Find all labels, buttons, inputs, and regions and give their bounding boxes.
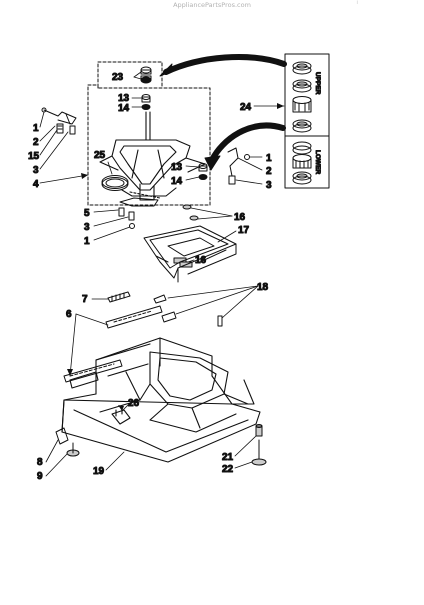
callout-2-left: 2 <box>33 137 39 148</box>
callout-18: 18 <box>257 282 269 293</box>
callout-19: 19 <box>93 466 105 477</box>
right-foot <box>251 424 267 466</box>
leader-arrowheads <box>67 103 284 411</box>
callout-26: 26 <box>128 398 140 409</box>
callout-3-center: 3 <box>84 222 90 233</box>
callout-14-lower: 14 <box>171 176 183 187</box>
arrow-lower <box>209 122 286 163</box>
arrow-upper <box>163 54 287 75</box>
center-clip-parts <box>118 197 159 229</box>
callout-17: 17 <box>238 225 250 236</box>
callout-14-upper: 14 <box>118 103 130 114</box>
callout-13-upper: 13 <box>118 93 130 104</box>
detail-box-transmission <box>87 84 211 206</box>
callout-15: 15 <box>28 151 40 162</box>
part-13-14-upper <box>141 94 151 110</box>
corner-mark: ı <box>356 0 358 6</box>
watermark: AppliancePartsPros.com <box>173 1 251 9</box>
part-17-bracket <box>143 225 237 283</box>
callout-numbers: 23 13 14 1 2 15 3 4 25 5 3 1 13 14 24 1 … <box>28 72 273 483</box>
callout-1-right: 1 <box>266 153 272 164</box>
callout-3-right: 3 <box>266 180 272 191</box>
arrow-upper-head <box>159 63 173 77</box>
detail-box-23 <box>97 61 163 89</box>
left-foot <box>55 427 80 457</box>
callout-24: 24 <box>240 102 252 113</box>
callout-16-top: 16 <box>234 212 246 223</box>
callout-1-center: 1 <box>84 236 90 247</box>
callout-6: 6 <box>66 309 72 320</box>
callout-22: 22 <box>222 464 234 475</box>
callout-9: 9 <box>37 471 43 482</box>
left-clip-parts <box>41 107 77 135</box>
part-25-ring <box>101 175 129 191</box>
upper-label: UPPER <box>314 72 321 95</box>
arrow-lower-head <box>204 155 221 171</box>
callout-23: 23 <box>112 72 124 83</box>
lower-label: LOWER <box>314 150 321 174</box>
callout-16-bottom: 16 <box>195 255 207 266</box>
bearing-inset <box>284 53 330 189</box>
callout-1-left: 1 <box>33 123 39 134</box>
callout-2-right: 2 <box>266 166 272 177</box>
callout-25: 25 <box>94 150 106 161</box>
part-23-bearings <box>140 66 152 84</box>
part-19-base-frame <box>61 337 261 463</box>
callout-7: 7 <box>82 294 88 305</box>
callout-4: 4 <box>33 179 39 190</box>
callout-13-lower: 13 <box>171 162 183 173</box>
callout-3-left: 3 <box>33 165 39 176</box>
part-6-rails <box>63 305 163 383</box>
part-18-clips <box>153 294 223 327</box>
callout-5: 5 <box>84 208 90 219</box>
callout-8: 8 <box>37 457 43 468</box>
leader-lines <box>39 71 285 477</box>
right-clip-parts <box>198 147 250 185</box>
callout-21: 21 <box>222 452 234 463</box>
part-7 <box>107 291 131 303</box>
